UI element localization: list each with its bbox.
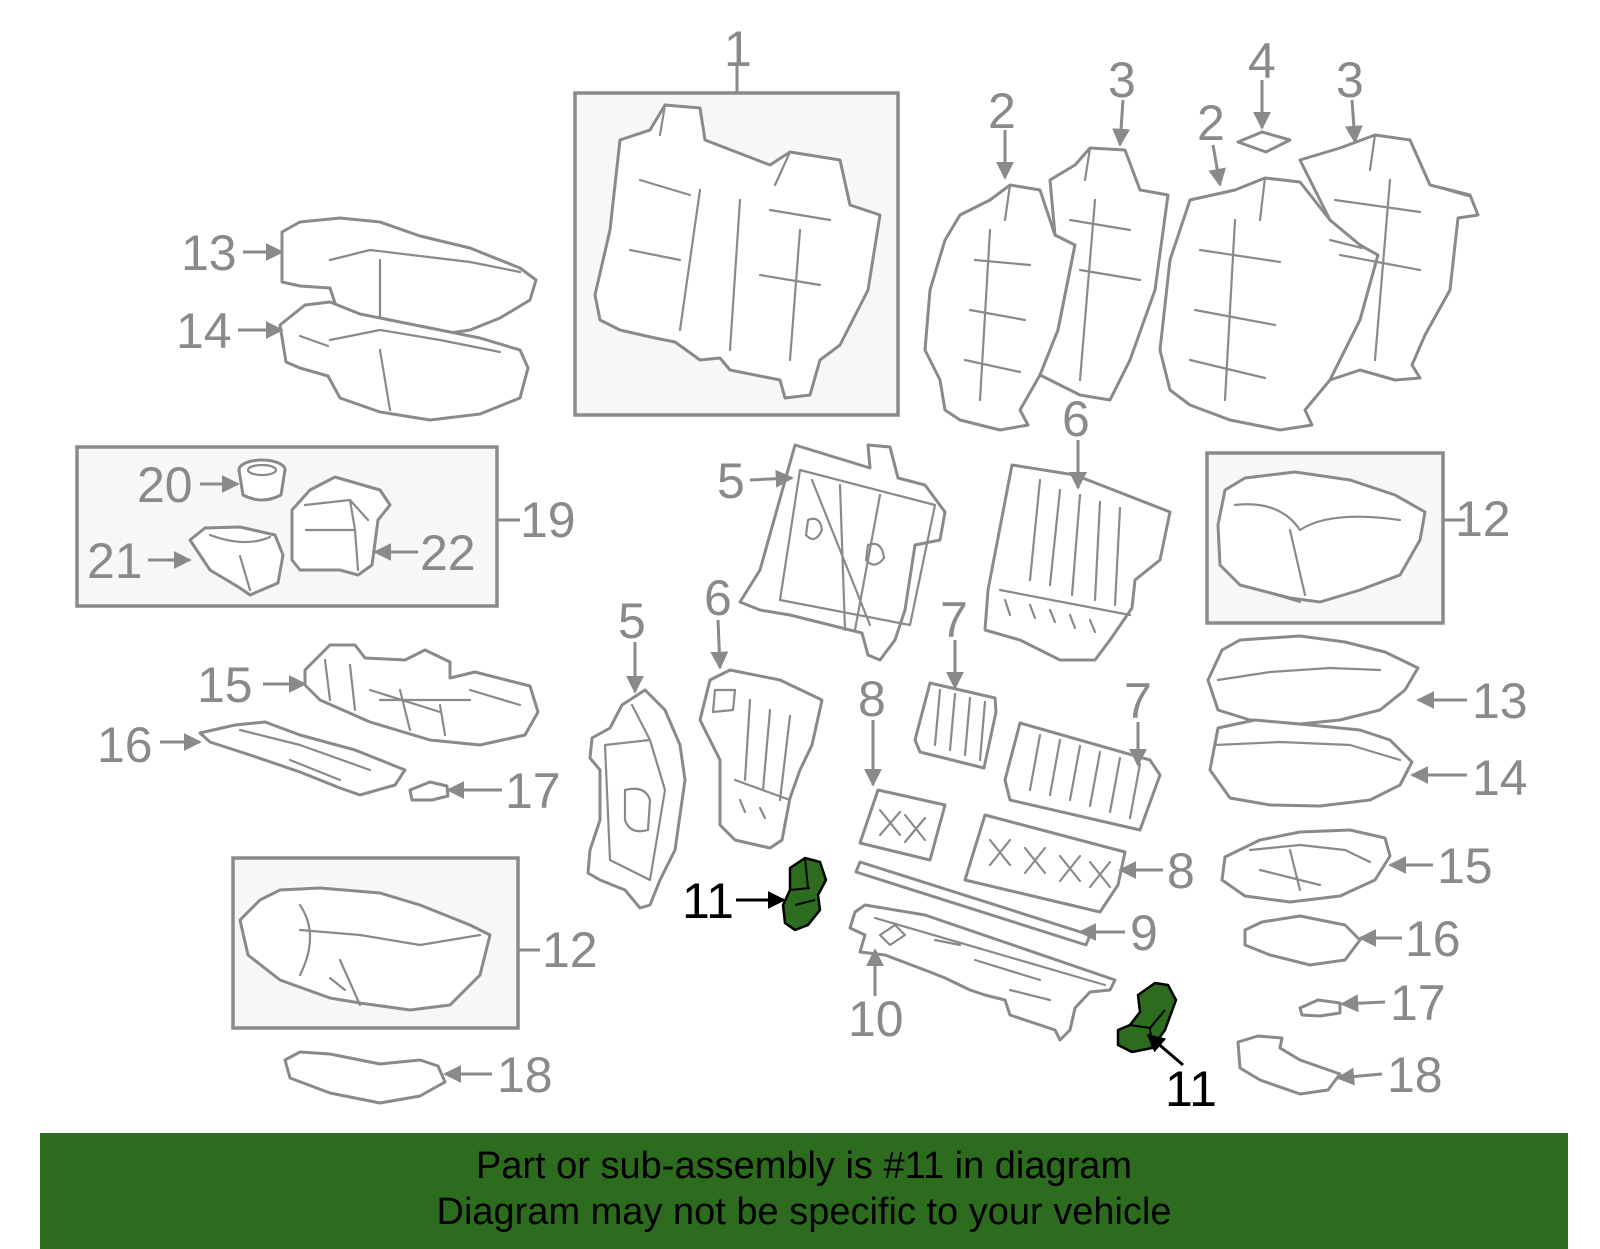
banner-line-part: Part or sub-assembly is #11 in diagram	[475, 1145, 1133, 1187]
part-4-pad	[1236, 130, 1292, 154]
callout-14: 14	[176, 303, 232, 359]
part-8-right-panel	[963, 813, 1127, 914]
part-17-right-clip	[1298, 998, 1342, 1018]
part-13-right-cushion	[1206, 634, 1420, 726]
callout-15: 15	[1437, 838, 1493, 894]
part-11-right-highlighted	[1116, 981, 1178, 1054]
callout-8: 8	[858, 671, 886, 727]
part-9-rod	[854, 860, 1092, 947]
callout-numbers: 1 2 3 4 2 3 13 14 20 21 22 19 5 6 12 15 …	[87, 21, 1528, 1117]
callout-2: 2	[988, 83, 1016, 139]
callout-16: 16	[1405, 911, 1461, 967]
callout-2: 2	[1197, 95, 1225, 151]
callout-5: 5	[618, 593, 646, 649]
callout-11-right: 11	[1165, 1061, 1217, 1117]
part-12-right-cushion	[1216, 470, 1427, 604]
part-18-left-trim	[283, 1050, 447, 1105]
part-21-holder	[188, 525, 285, 597]
callout-20: 20	[137, 457, 193, 513]
callout-8: 8	[1167, 843, 1195, 899]
part-3-right-seatback	[1298, 133, 1480, 382]
part-20-cup	[237, 458, 287, 502]
callout-10: 10	[848, 991, 904, 1047]
callout-1: 1	[724, 21, 752, 77]
box-part-19	[75, 445, 499, 608]
part-7-right-panel	[1003, 721, 1162, 832]
banner-line-disclaimer: Diagram may not be specific to your vehi…	[436, 1191, 1172, 1233]
part-3-left-seatback	[1038, 146, 1170, 402]
callout-15: 15	[197, 657, 253, 713]
callout-18: 18	[1387, 1047, 1443, 1103]
callout-22: 22	[420, 525, 476, 581]
callout-7: 7	[1124, 673, 1152, 729]
callout-16: 16	[97, 717, 153, 773]
callout-3: 3	[1108, 52, 1136, 108]
part-15-right-tray	[1220, 828, 1392, 904]
callout-21: 21	[87, 533, 143, 589]
leader-lines	[148, 65, 1467, 1086]
callout-3: 3	[1336, 52, 1364, 108]
part-15-left-tray	[303, 643, 540, 747]
callout-5: 5	[717, 453, 745, 509]
callout-11-left: 11	[682, 873, 734, 929]
part-12-left-cushion	[238, 886, 492, 1012]
callout-6: 6	[1062, 391, 1090, 447]
part-7-left-panel	[913, 681, 998, 770]
part-1-seatback	[593, 103, 882, 400]
callout-13: 13	[1472, 673, 1528, 729]
callout-12: 12	[542, 922, 598, 978]
part-5-upper-frame	[738, 443, 947, 662]
callout-9: 9	[1130, 905, 1158, 961]
info-banner: Part or sub-assembly is #11 in diagram D…	[40, 1133, 1568, 1249]
part-14-left-cushion	[278, 300, 530, 422]
callout-14: 14	[1472, 750, 1528, 806]
callout-17: 17	[505, 763, 561, 819]
callout-4: 4	[1248, 33, 1276, 89]
part-16-right-panel	[1243, 914, 1362, 967]
part-16-left-panel	[198, 720, 407, 797]
callout-18: 18	[497, 1047, 553, 1103]
part-5-lower-frame	[586, 688, 687, 910]
part-2-right-seatback	[1158, 176, 1380, 432]
callout-7: 7	[940, 592, 968, 648]
part-6-upper-panel	[983, 463, 1172, 662]
part-22-console	[290, 475, 392, 577]
part-2-left-seatback	[923, 183, 1077, 432]
part-8-left-panel	[858, 788, 947, 862]
part-11-left-highlighted	[781, 856, 828, 932]
part-18-right-trim	[1236, 1034, 1342, 1096]
callout-12: 12	[1455, 491, 1511, 547]
part-17-left-clip	[408, 780, 450, 802]
callout-17: 17	[1390, 975, 1446, 1031]
callout-6: 6	[704, 570, 732, 626]
part-14-right-cushion	[1208, 718, 1414, 808]
callout-13: 13	[181, 225, 237, 281]
part-13-left-cushion	[280, 216, 538, 338]
part-6-lower-panel	[698, 668, 824, 850]
callout-19: 19	[520, 492, 576, 548]
